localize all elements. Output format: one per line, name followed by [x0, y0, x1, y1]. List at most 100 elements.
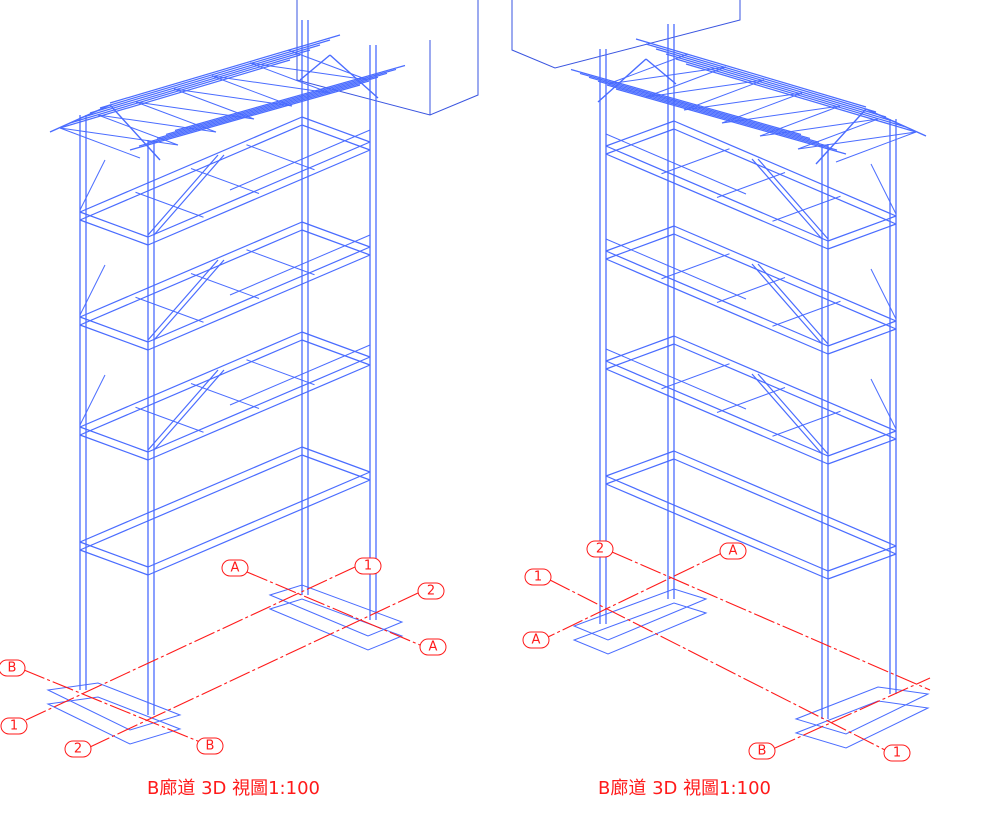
side-brace	[79, 159, 106, 211]
grid-label: 1	[534, 570, 542, 585]
footing-bottom	[268, 598, 404, 651]
cross-beam	[605, 343, 675, 370]
knee-brace	[751, 263, 823, 345]
cross-beam	[301, 446, 371, 473]
truss-web	[759, 105, 841, 137]
floor-joist	[772, 410, 841, 437]
grid-label: 2	[596, 542, 604, 557]
grid-line	[774, 677, 931, 749]
truss-diagonal	[173, 88, 293, 107]
knee-brace	[751, 158, 823, 240]
longitudinal-beam	[605, 368, 829, 465]
grid-label: B	[8, 661, 17, 676]
truss-web	[721, 92, 803, 124]
cross-beam	[827, 328, 897, 355]
grid-label: 1	[893, 746, 901, 761]
grid-lines	[23, 551, 931, 751]
truss-web	[135, 101, 217, 133]
grid-bubble	[354, 557, 382, 575]
knee-brace	[757, 263, 829, 345]
diagonal-brace	[605, 348, 747, 410]
longitudinal-beam	[673, 225, 897, 322]
floor-joist	[135, 406, 204, 433]
longitudinal-beam	[79, 229, 303, 326]
knee-brace	[153, 259, 225, 341]
side-brace	[79, 264, 106, 316]
roof-rafter	[299, 54, 331, 81]
longitudinal-beam	[147, 149, 371, 246]
cross-beam	[79, 434, 149, 461]
diagonal-brace	[229, 234, 371, 296]
truss-web	[797, 118, 879, 150]
diagonal-brace	[605, 133, 747, 195]
truss-diagonal	[249, 62, 369, 81]
longitudinal-beam	[673, 335, 897, 432]
cross-beam	[605, 120, 675, 147]
left-view-caption: B廊道 3D 視圖1:100	[147, 778, 320, 799]
grid-bubble	[883, 744, 911, 762]
longitudinal-beam	[147, 356, 371, 453]
knee-brace	[147, 154, 219, 236]
knee-brace	[147, 369, 219, 451]
grid-label: B	[206, 739, 215, 754]
longitudinal-beam	[605, 153, 829, 250]
building-block	[511, 0, 741, 69]
grid-label: B	[758, 744, 767, 759]
longitudinal-beam	[605, 258, 829, 355]
roof-purlin	[665, 53, 897, 123]
floor-joist	[661, 148, 730, 175]
grid-bubble	[196, 737, 224, 755]
longitudinal-beam	[147, 479, 371, 576]
cross-beam	[79, 316, 149, 343]
cross-beam	[301, 124, 371, 151]
roof-purlin	[69, 54, 301, 124]
cross-beam	[827, 438, 897, 465]
cross-beam	[605, 458, 675, 485]
grid-bubble	[419, 638, 447, 656]
grid-label: 1	[364, 559, 372, 574]
footing-bottom	[572, 602, 708, 655]
longitudinal-beam	[79, 116, 303, 213]
grid-bubble	[524, 568, 552, 586]
diagonal-brace	[229, 344, 371, 406]
roof-purlin	[147, 76, 379, 143]
cross-beam	[79, 219, 149, 246]
grid-line	[549, 579, 886, 751]
roof-purlin	[588, 76, 820, 143]
cross-beam	[827, 320, 897, 347]
left-corridor-structure	[46, 20, 406, 745]
diagonal-brace	[605, 238, 747, 300]
grid-bubble	[417, 582, 445, 600]
truss-diagonal	[97, 114, 217, 133]
truss-diagonal	[797, 131, 917, 150]
longitudinal-beam	[79, 454, 303, 551]
grid-label: A	[729, 544, 738, 559]
floor-joist	[246, 359, 315, 386]
grid-line	[89, 592, 419, 748]
grid-bubble	[0, 659, 26, 677]
floor-joist	[661, 363, 730, 390]
truss-diagonal	[59, 127, 179, 146]
grid-line	[246, 571, 421, 646]
longitudinal-beam	[673, 343, 897, 440]
truss-diagonal	[211, 75, 331, 94]
roof-purlin	[570, 68, 802, 136]
roof-purlin	[597, 80, 829, 147]
grid-line	[547, 552, 723, 638]
cross-beam	[301, 221, 371, 248]
cross-beam	[301, 331, 371, 358]
diagonal-brace	[229, 129, 371, 191]
longitudinal-beam	[147, 141, 371, 238]
grid-bubble	[719, 542, 747, 560]
longitudinal-beam	[673, 233, 897, 330]
longitudinal-beam	[673, 120, 897, 217]
cross-beam	[301, 454, 371, 481]
floor-joist	[135, 296, 204, 323]
roof-rafter	[597, 58, 647, 103]
roof-purlin	[156, 72, 388, 139]
floor-joist	[772, 195, 841, 222]
grid-bubble	[522, 631, 550, 649]
floor-joist	[135, 191, 204, 218]
side-brace	[870, 268, 897, 320]
